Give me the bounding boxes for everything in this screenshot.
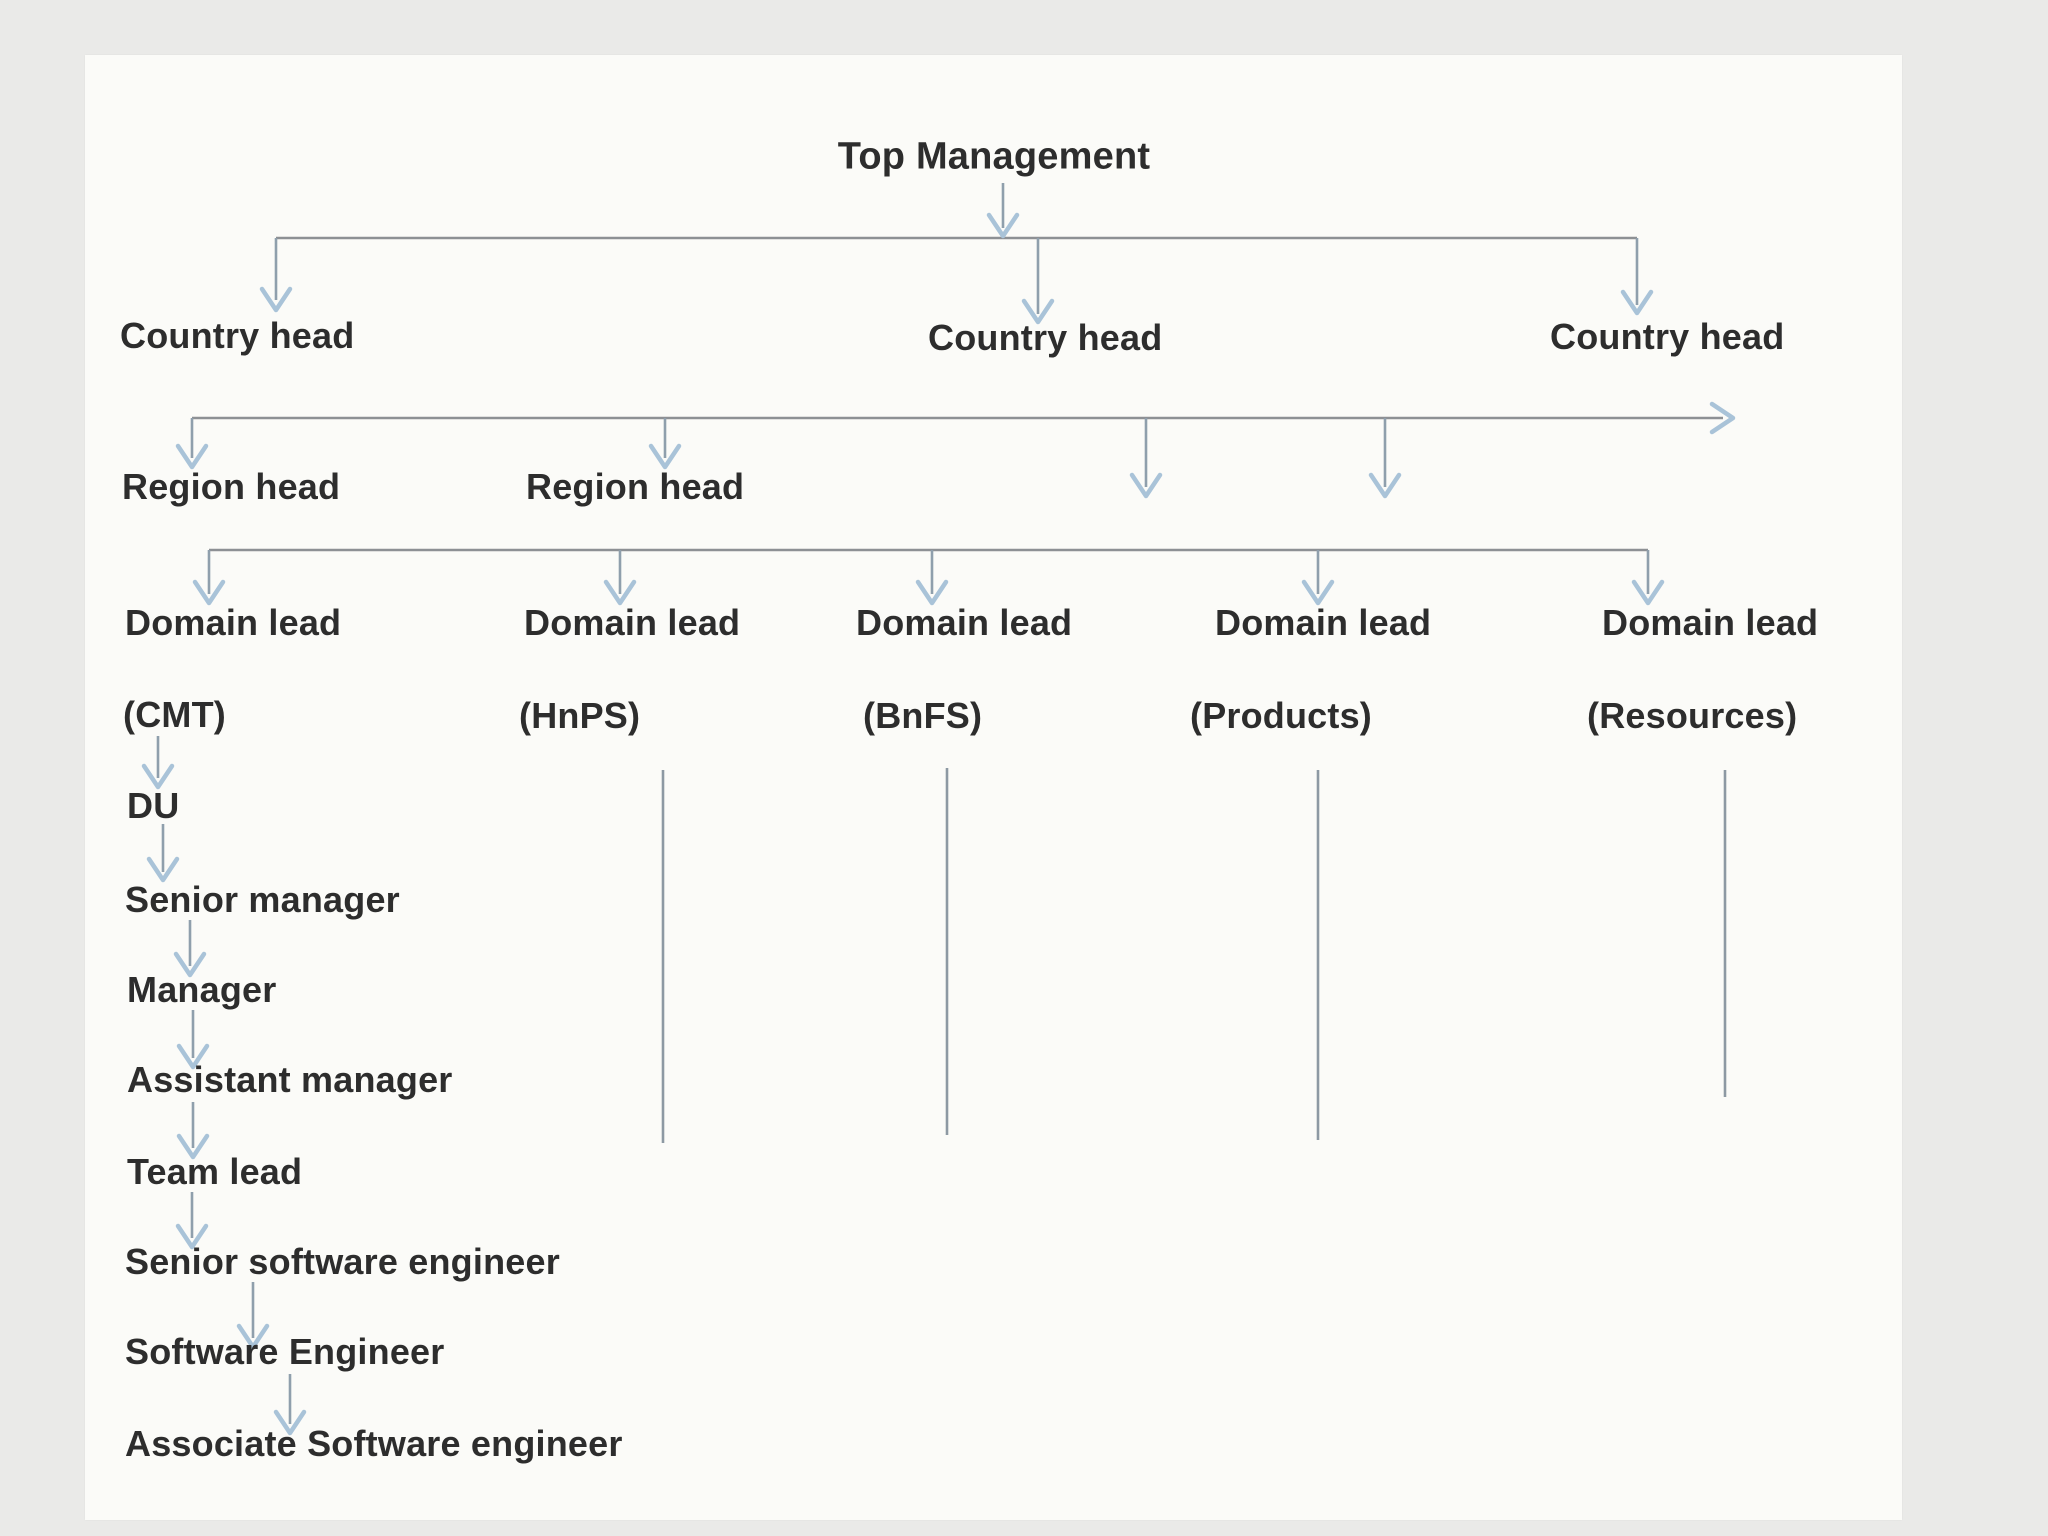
- node-region-head-2: Region head: [526, 466, 745, 507]
- node-country-head-1: Country head: [120, 315, 355, 356]
- node-domain-lead-3: Domain lead: [856, 602, 1073, 643]
- arrow-head-down-icon: [1620, 289, 1654, 316]
- arrow-head-down-icon: [176, 1133, 210, 1160]
- node-region-head-1: Region head: [122, 466, 341, 507]
- arrow-head-down-icon: [1129, 472, 1163, 499]
- node-manager: Manager: [127, 969, 277, 1010]
- arrow-head-down-icon: [648, 443, 682, 470]
- arrow-head-down-icon: [1021, 298, 1055, 325]
- arrow-head-down-icon: [1301, 579, 1335, 606]
- node-team-lead: Team lead: [127, 1151, 303, 1192]
- node-domain-lead-1: Domain lead: [125, 602, 342, 643]
- node-domain-products: (Products): [1190, 695, 1372, 736]
- arrow-head-down-icon: [915, 579, 949, 606]
- arrow-head-down-icon: [175, 443, 209, 470]
- node-top-management: Top Management: [837, 135, 1151, 178]
- arrow-head-down-icon: [986, 212, 1020, 239]
- arrow-head-right-icon: [1709, 401, 1736, 435]
- arrow-head-down-icon: [141, 763, 175, 790]
- arrow-head-down-icon: [175, 1223, 209, 1250]
- node-domain-lead-5: Domain lead: [1602, 602, 1819, 643]
- arrow-head-down-icon: [1368, 472, 1402, 499]
- arrow-head-down-icon: [603, 579, 637, 606]
- arrow-head-down-icon: [236, 1323, 270, 1350]
- node-domain-lead-2: Domain lead: [524, 602, 741, 643]
- node-domain-hnps: (HnPS): [519, 695, 641, 736]
- node-assistant-manager: Assistant manager: [127, 1059, 453, 1100]
- node-du: DU: [127, 785, 180, 826]
- node-country-head-3: Country head: [1550, 316, 1785, 357]
- arrow-head-down-icon: [273, 1409, 307, 1436]
- node-associate-software-engineer: Associate Software engineer: [125, 1423, 623, 1464]
- node-software-engineer: Software Engineer: [125, 1331, 445, 1372]
- node-domain-bnfs: (BnFS): [863, 695, 983, 736]
- node-domain-lead-4: Domain lead: [1215, 602, 1432, 643]
- node-senior-manager: Senior manager: [125, 879, 400, 920]
- arrow-head-down-icon: [176, 1043, 210, 1070]
- chart-background-panel: [85, 55, 1902, 1520]
- node-country-head-2: Country head: [928, 317, 1163, 358]
- node-domain-cmt: (CMT): [123, 694, 226, 735]
- arrow-head-down-icon: [259, 286, 293, 313]
- arrow-head-down-icon: [1631, 579, 1665, 606]
- node-senior-software-engineer: Senior software engineer: [125, 1241, 560, 1282]
- node-domain-resources: (Resources): [1587, 695, 1798, 736]
- arrow-head-down-icon: [146, 856, 180, 883]
- arrow-head-down-icon: [192, 579, 226, 606]
- arrow-head-down-icon: [173, 951, 207, 978]
